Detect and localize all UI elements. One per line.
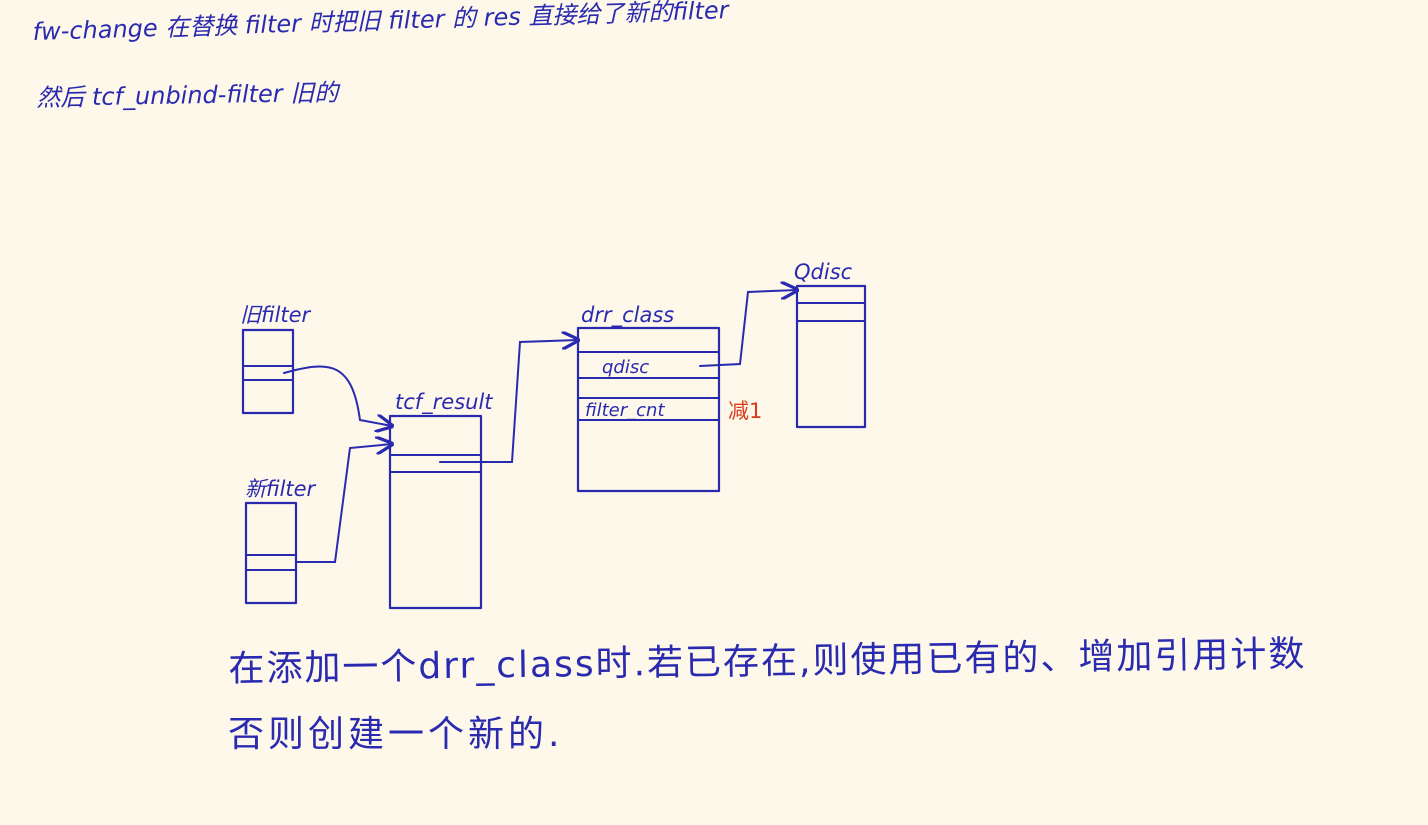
drr-class-label: drr_class — [581, 303, 674, 328]
bottom-note-line-2: 否则创建一个新的. — [228, 714, 564, 755]
old-filter-box — [241, 328, 295, 415]
tcf-result-box — [388, 414, 483, 610]
old-filter-to-tcf-result-arrow — [283, 365, 392, 426]
drr-class-qdisc-to-qdisc-arrow — [699, 290, 797, 367]
new-filter-label: 新filter — [245, 477, 317, 501]
drr-class-field-filter-cnt: filter_cnt — [585, 400, 665, 421]
old-filter-label: 旧filter — [240, 303, 312, 327]
qdisc-box — [795, 284, 867, 429]
new-filter-box — [244, 501, 298, 605]
tcf-result-label: tcf_result — [395, 390, 493, 415]
drr-class-field-qdisc: qdisc — [602, 357, 649, 378]
new-filter-to-tcf-result-arrow — [295, 444, 392, 563]
qdisc-label: Qdisc — [794, 260, 853, 284]
filter-cnt-decrement-note: 减1 — [728, 399, 762, 423]
tcf-result-to-drr-class-arrow — [439, 340, 578, 463]
drr-class-box — [576, 326, 721, 493]
